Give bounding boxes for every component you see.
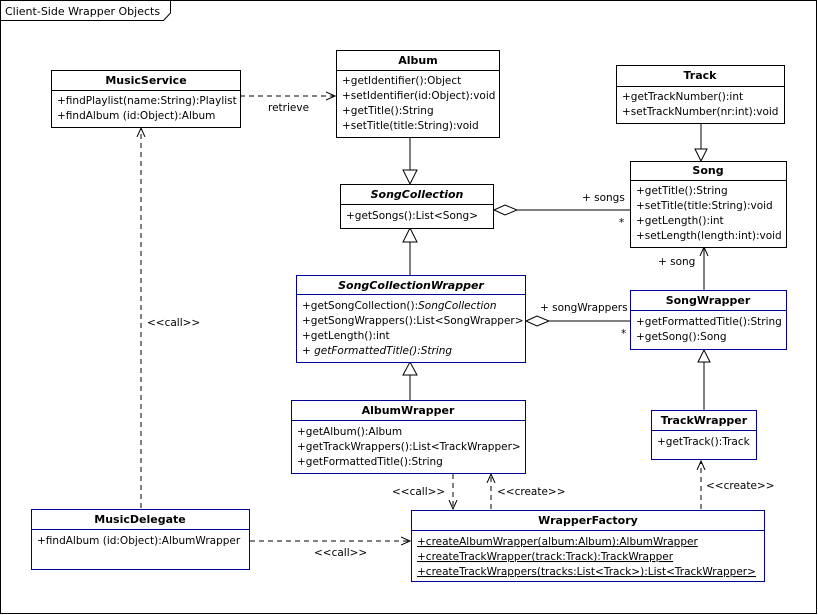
class-name: SongCollection: [371, 188, 464, 201]
operation: +getLength():int: [302, 330, 390, 342]
operation-signature: +getSongCollection():: [302, 300, 418, 312]
operation: +setIdentifier(id:Object):void: [342, 90, 495, 102]
static-operation: +createTrackWrappers(tracks:List<Track>)…: [417, 566, 756, 578]
retrieve-label: retrieve: [268, 102, 309, 114]
song-wrappers-multiplicity: *: [621, 328, 626, 340]
call-label-delegate: <<call>>: [314, 547, 367, 559]
operation: +getTrackNumber():int: [622, 91, 743, 103]
create-label-trackwrapper: <<create>>: [706, 480, 775, 492]
static-operation: +createTrackWrapper(track:Track):TrackWr…: [417, 551, 674, 563]
operation-return-type: SongCollection: [418, 300, 496, 312]
class-album[interactable]: Album +getIdentifier():Object +setIdenti…: [336, 50, 500, 138]
call-label-vertical: <<call>>: [147, 317, 200, 329]
triangle-album-head: [402, 169, 418, 186]
connector-labels: retrieve + songs * + song + songWrappers…: [147, 102, 775, 559]
operation: +setTrackNumber(nr:int):void: [622, 106, 778, 118]
class-name: TrackWrapper: [661, 414, 748, 427]
operation: +setTitle(title:String):void: [636, 200, 773, 212]
class-name: SongCollectionWrapper: [338, 279, 484, 292]
operation: +getFormattedTitle():String: [297, 456, 443, 468]
operation: +findAlbum (id:Object):AlbumWrapper: [37, 535, 241, 547]
operation: +getFormattedTitle():String: [636, 316, 782, 328]
operation: +getTitle():String: [636, 185, 728, 197]
song-role-label: + song: [658, 256, 695, 268]
class-music-delegate[interactable]: MusicDelegate +findAlbum (id:Object):Alb…: [31, 509, 250, 570]
create-label-albumwrapper: <<create>>: [497, 486, 566, 498]
class-music-service[interactable]: MusicService +findPlaylist(name:String):…: [51, 70, 241, 128]
class-song-collection[interactable]: SongCollection +getSongs():List<Song>: [340, 184, 494, 229]
static-operation: +createAlbumWrapper(album:Album):AlbumWr…: [417, 536, 698, 548]
songs-multiplicity: *: [619, 217, 624, 229]
triangle-songwrapper-head: [697, 348, 711, 363]
class-album-wrapper[interactable]: AlbumWrapper +getAlbum():Album +getTrack…: [291, 400, 526, 474]
class-name: Track: [684, 69, 718, 82]
operation: +getTrack():Track: [657, 436, 751, 448]
operation: +getSongCollection():SongCollection: [302, 300, 496, 312]
class-name: Album: [398, 54, 437, 67]
call-label-albumwrapper: <<call>>: [392, 486, 445, 498]
operation-visibility: +: [302, 345, 314, 357]
operation: +getAlbum():Album: [297, 426, 402, 438]
triangle-track-head: [694, 148, 708, 163]
class-song-collection-wrapper[interactable]: SongCollectionWrapper +getSongCollection…: [296, 275, 526, 363]
class-name: SongWrapper: [666, 294, 751, 307]
triangle-songcollection-head: [402, 226, 418, 243]
operation: +getIdentifier():Object: [342, 75, 461, 87]
class-name: WrapperFactory: [538, 514, 638, 527]
operation: +getSong():Song: [636, 331, 727, 343]
operation: + getFormattedTitle():String: [302, 345, 452, 357]
songs-role-label: + songs: [582, 192, 625, 204]
generalization-heads: [402, 148, 711, 376]
class-name: MusicDelegate: [94, 513, 185, 526]
class-wrapper-factory[interactable]: WrapperFactory +createAlbumWrapper(album…: [411, 510, 765, 582]
diamond-scw: [524, 315, 551, 327]
operation: +setTitle(title:String):void: [342, 120, 479, 132]
class-song[interactable]: Song +getTitle():String +setTitle(title:…: [630, 161, 787, 248]
operation: +findPlaylist(name:String):Playlist: [57, 95, 237, 107]
class-track-wrapper[interactable]: TrackWrapper +getTrack():Track: [651, 410, 757, 460]
operation: +getSongWrappers():List<SongWrapper>: [302, 315, 524, 327]
operation: +findAlbum (id:Object):Album: [57, 110, 215, 122]
triangle-scw-head: [402, 360, 418, 376]
class-name: Song: [692, 164, 723, 177]
aggregation-diamonds: [492, 204, 551, 327]
class-track[interactable]: Track +getTrackNumber():int +setTrackNum…: [616, 65, 785, 124]
operation: +getLength():int: [636, 215, 724, 227]
operation: +setLength(length:int):void: [636, 230, 782, 242]
song-wrappers-role-label: + songWrappers: [540, 302, 628, 314]
frame-title: Client-Side Wrapper Objects: [5, 5, 160, 18]
connectors: [141, 96, 704, 541]
operation: +getTrackWrappers():List<TrackWrapper>: [297, 441, 521, 453]
operation: +getSongs():List<Song>: [346, 210, 478, 222]
operation: +getTitle():String: [342, 105, 434, 117]
class-song-wrapper[interactable]: SongWrapper +getFormattedTitle():String …: [630, 290, 787, 350]
abstract-operation: getFormattedTitle():String: [314, 345, 452, 357]
class-name: MusicService: [105, 74, 186, 87]
diamond-songcollection: [492, 204, 519, 216]
class-name: AlbumWrapper: [362, 404, 455, 417]
